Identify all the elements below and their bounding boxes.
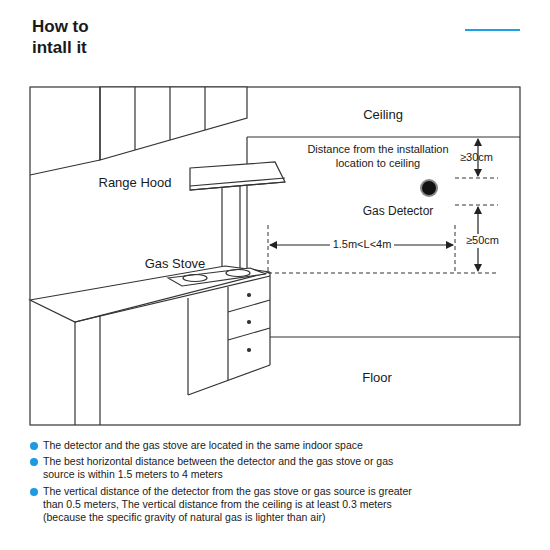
part-name: Gas Detector — [363, 204, 434, 219]
dimension-label: 1.5m<L<4m — [330, 238, 395, 252]
gas-detector-symbol — [422, 181, 436, 195]
bullet-dots — [30, 442, 38, 496]
note-text: The detector and the gas stove are locat… — [43, 439, 403, 452]
region-label: Floor — [362, 370, 392, 386]
part-name: Range Hood — [99, 175, 172, 191]
note-text: The vertical distance of the detector fr… — [43, 485, 418, 524]
dimension-guides — [268, 178, 498, 273]
dimension-label: ≥50cm — [463, 234, 502, 248]
detector-ring — [420, 179, 438, 197]
dimension-arrows — [270, 139, 478, 271]
note-text: The best horizontal distance between the… — [43, 455, 403, 481]
room-outline — [30, 87, 520, 425]
page-title: How to intall it — [32, 16, 122, 59]
part-name: Gas Stove — [145, 256, 206, 272]
accent-line — [465, 29, 520, 31]
dimension-note: Distance from the installation location … — [295, 143, 461, 171]
dimension-label: ≥30cm — [460, 151, 493, 165]
region-label: Ceiling — [363, 107, 403, 123]
